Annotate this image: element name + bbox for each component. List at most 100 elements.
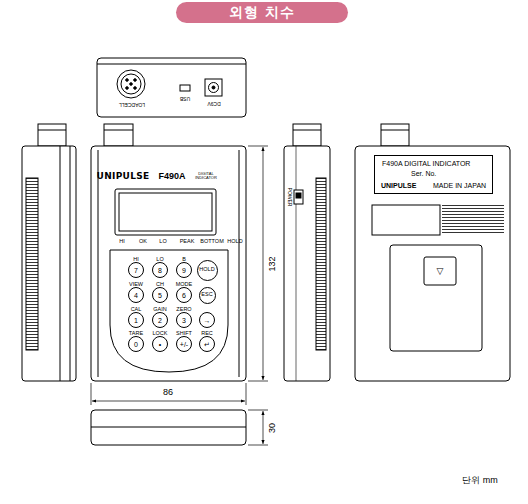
key-button: LOCK• [152, 336, 168, 352]
bottom-view-part [91, 427, 246, 428]
top-view-part [205, 79, 222, 96]
top-view-part [212, 86, 215, 89]
left-side-view-part [22, 146, 76, 381]
key-button: B9 [176, 262, 192, 278]
key-button: ESC [199, 287, 216, 304]
key-legend: HOLD [199, 267, 214, 273]
key-function-label: SHIFT [176, 331, 192, 337]
key-button: SHIFT+/- [176, 336, 192, 352]
key-function-label: REC [201, 331, 213, 337]
connector-bump-part [38, 130, 66, 131]
model-subtitle: DIGITAL INDICATOR [195, 172, 217, 180]
key-function-label: TARE [129, 331, 143, 337]
connector-bump-part [104, 124, 133, 146]
page-title: 외형 치수 [229, 4, 295, 22]
left-side-view-part [70, 146, 71, 381]
brand-logo: UNIPULSE [97, 172, 150, 181]
key-function-label: VIEW [129, 282, 143, 288]
front-view-part [119, 193, 212, 231]
key-button: LO8 [152, 262, 168, 278]
outline-drawing-part [22, 58, 510, 445]
right-side-view-part [284, 146, 330, 381]
key-function-label: ZERO [176, 307, 191, 313]
lamp-label: HOLD [227, 239, 242, 245]
key-legend: 3 [182, 317, 186, 324]
name-plate: F490A DIGITAL INDICATORSer. No.UNIPULSEM… [374, 155, 493, 194]
back-view-part [355, 146, 510, 381]
right-side-view-part [296, 146, 297, 381]
front-view-part [115, 189, 216, 235]
plate-text: Ser. No. [411, 170, 436, 177]
key-function-label: LOCK [153, 331, 168, 337]
key-button: CH5 [152, 287, 168, 303]
key-legend: 0 [134, 341, 138, 348]
connector-bump-part [38, 124, 66, 146]
right-side-view [284, 146, 330, 381]
lamp-label: OK [139, 239, 147, 245]
key-function-label: B [182, 257, 186, 263]
plate-text: MADE IN JAPAN [433, 182, 486, 189]
key-legend: ESC [201, 292, 212, 298]
top-view-part [130, 83, 133, 86]
top-view-part [117, 70, 145, 98]
dimension-lines-part [248, 381, 268, 382]
top-view-part [209, 83, 219, 93]
key-button: ZERO3 [176, 312, 192, 328]
back-view-part [390, 245, 482, 351]
key-button: GAIN2 [152, 312, 168, 328]
switch-label: POWER [287, 188, 292, 207]
key-function-label: CH [156, 282, 164, 288]
left-side-view [22, 146, 76, 381]
key-legend: ↵ [204, 341, 210, 348]
key-function-label: LO [156, 257, 163, 263]
bottom-view [91, 410, 246, 445]
key-legend: • [159, 341, 161, 348]
back-view-part [372, 205, 440, 235]
top-view-part [180, 85, 190, 91]
front-view-part [98, 150, 99, 377]
key-legend: 2 [158, 317, 162, 324]
connector-bump-part [293, 130, 321, 131]
dimension-lines-part [92, 401, 245, 402]
connector-bump-part [381, 130, 409, 131]
key-button: TARE0 [128, 336, 144, 352]
title-band: 외형 치수 [176, 2, 348, 23]
dimension-lines-part [248, 445, 268, 446]
left-side-view-part [60, 146, 61, 381]
cover-mark: ▽ [437, 267, 444, 276]
dimension-value: 86 [163, 388, 173, 397]
dimension-lines-part [263, 411, 264, 444]
dimension-lines-part [91, 383, 92, 405]
key-function-label: HI [133, 257, 139, 263]
port-label: USB [180, 96, 190, 101]
connector-bump-part [293, 124, 321, 146]
lamp-label: LO [159, 239, 166, 245]
lamp-label: BOTTOM [200, 239, 223, 245]
top-view-part [134, 87, 137, 90]
right-side-view-part [294, 190, 303, 204]
front-view [91, 146, 246, 381]
right-side-view-part [316, 178, 326, 350]
key-legend: → [204, 317, 211, 324]
front-view-part [110, 250, 228, 372]
key-legend: 7 [134, 267, 138, 274]
key-legend: 6 [182, 292, 186, 299]
plate-logo: UNIPULSE [381, 182, 416, 189]
dimension-lines [91, 146, 268, 445]
top-view-part [121, 74, 141, 94]
dimension-value: 30 [268, 423, 277, 433]
key-button: REC↵ [199, 336, 215, 352]
key-legend: 4 [134, 292, 138, 299]
top-view-part [134, 79, 137, 82]
top-view-part [126, 87, 129, 90]
dimension-lines-part [246, 383, 247, 405]
dimension-lines-part [263, 147, 264, 380]
dimension-value: 132 [268, 256, 277, 271]
lamp-label: HI [119, 239, 125, 245]
connector-bump [38, 124, 409, 146]
top-view-part [97, 58, 246, 117]
key-button: MODE6 [176, 287, 192, 303]
front-view-part [239, 150, 240, 377]
key-function-label: GAIN [153, 307, 166, 313]
